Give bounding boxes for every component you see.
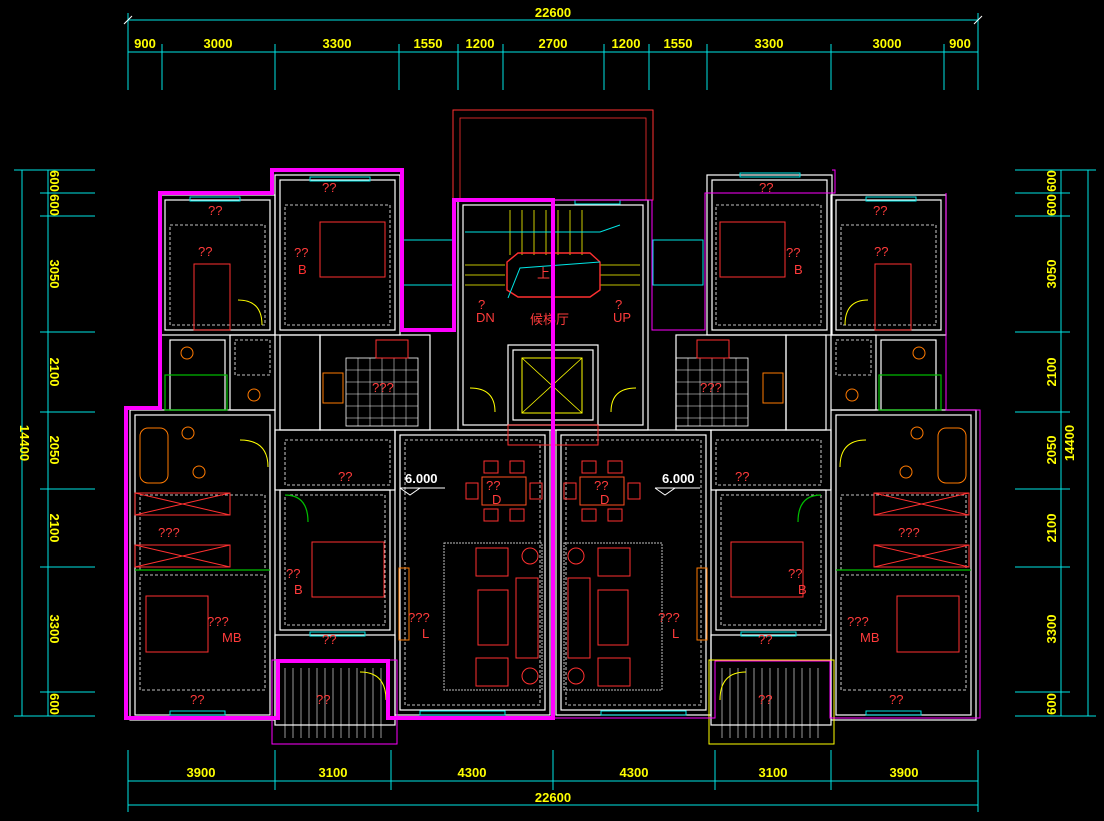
dim-left-4: 2100 (47, 358, 62, 387)
room-label-bath-tag-left: ?? (208, 203, 222, 218)
dim-left-5: 2050 (47, 436, 62, 465)
room-outlines-dashed (139, 204, 967, 706)
dim-right-3: 3050 (1044, 260, 1059, 289)
unit-outline-right (553, 169, 981, 719)
dim-top-1: 900 (134, 36, 156, 51)
dim-right-6: 2100 (1044, 514, 1059, 543)
room-label-bottom-right: ?? (758, 632, 772, 647)
room-label-bath-tag-right: ?? (873, 203, 887, 218)
room-label-dining-right-name: ?? (594, 478, 608, 493)
room-label-closet-left: ??? (158, 525, 180, 540)
windows (169, 172, 922, 716)
dim-left-total: 14400 (17, 425, 32, 461)
dimension-lines (14, 13, 1096, 812)
dim-bottom-3: 4300 (458, 765, 487, 780)
dim-right-total: 14400 (1062, 425, 1077, 461)
dim-top-total: 22600 (535, 5, 571, 20)
dim-top-3: 3300 (323, 36, 352, 51)
room-label-balcony-right: ?? (758, 692, 772, 707)
room-label-mb-right-name: ??? (847, 614, 869, 629)
stair-up-mark: ? (615, 297, 622, 312)
stair-dn-label: DN (476, 310, 495, 325)
dim-right-2: 600 (1044, 194, 1059, 216)
room-label-top-balcony-right: ?? (759, 180, 773, 195)
room-label-dining-left: D (492, 492, 501, 507)
dimension-text-bottom: 3900 3100 4300 4300 3100 3900 22600 (187, 765, 919, 805)
room-label-bed-lower-right: B (798, 582, 807, 597)
dim-left-8: 600 (47, 693, 62, 715)
dimension-text-right: 14400 600 600 3050 2100 2050 2100 3300 6… (1044, 170, 1077, 715)
dim-top-4: 1550 (414, 36, 443, 51)
kitchen-right-label: ??? (700, 380, 722, 395)
room-label-mb-right: MB (860, 630, 880, 645)
room-label-study-left: ?? (338, 469, 352, 484)
dim-left-7: 3300 (47, 615, 62, 644)
room-label-balcony-left: ?? (316, 692, 330, 707)
dim-bottom-1: 3900 (187, 765, 216, 780)
dim-top-10: 3000 (873, 36, 902, 51)
level-marks: 6.000 6.000 (399, 471, 700, 496)
room-label-bed-lower-right-name: ?? (788, 566, 802, 581)
room-label-living-left: L (422, 626, 429, 641)
dim-left-6: 2100 (47, 514, 62, 543)
room-label-dining-right: D (600, 492, 609, 507)
dim-right-1: 600 (1044, 170, 1059, 192)
room-label-living-right: L (672, 626, 679, 641)
dim-top-5: 1200 (466, 36, 495, 51)
room-label-bed-b-left-name: ?? (294, 245, 308, 260)
stair-up-text: UP (613, 310, 631, 325)
dim-right-4: 2100 (1044, 358, 1059, 387)
room-label-bottom-left: ?? (322, 632, 336, 647)
dim-top-11: 900 (949, 36, 971, 51)
room-label-bed-lower-left: B (294, 582, 303, 597)
door-swings (237, 299, 869, 701)
dim-bottom-6: 3900 (890, 765, 919, 780)
dim-top-2: 3000 (204, 36, 233, 51)
room-label-mb-bottom-left: ?? (190, 692, 204, 707)
dim-top-8: 1550 (664, 36, 693, 51)
room-label-mb-left-name: ??? (207, 614, 229, 629)
elevator-hall-label: 候梯厅 (530, 312, 569, 327)
dim-left-2: 600 (47, 194, 62, 216)
door-frames (135, 374, 971, 571)
room-label-dining-left-name: ?? (486, 478, 500, 493)
dim-bottom-2: 3100 (319, 765, 348, 780)
stair-dn-mark: ? (478, 297, 485, 312)
dim-top-7: 1200 (612, 36, 641, 51)
level-mark-right: 6.000 (662, 471, 695, 486)
room-label-study-right: ?? (735, 469, 749, 484)
dim-right-5: 2050 (1044, 436, 1059, 465)
room-label-bed-lower-left-name: ?? (286, 566, 300, 581)
kitchen-left: ??? (322, 339, 419, 427)
dim-right-8: 600 (1044, 693, 1059, 715)
dim-left-3: 3050 (47, 260, 62, 289)
dimension-text-left: 14400 600 600 3050 2100 2050 2100 3300 6… (17, 170, 62, 715)
room-label-top-balcony-left: ?? (322, 180, 336, 195)
room-label-mb-left: MB (222, 630, 242, 645)
room-label-top-left-name: ?? (198, 244, 212, 259)
room-label-bed-b-left: B (298, 262, 307, 277)
dim-top-9: 3300 (755, 36, 784, 51)
dim-left-1: 600 (47, 170, 62, 192)
dim-bottom-5: 3100 (759, 765, 788, 780)
room-label-bed-b-right: B (794, 262, 803, 277)
room-label-top-right-name: ?? (874, 244, 888, 259)
room-labels: ?? ?? ?? B ?? B ?? ?? ?? ?? ?? ?? ??? ??… (158, 180, 920, 707)
kitchen-left-label: ??? (372, 380, 394, 395)
dim-right-7: 3300 (1044, 615, 1059, 644)
room-label-living-left-name: ??? (408, 610, 430, 625)
dim-bottom-4: 4300 (620, 765, 649, 780)
level-mark-left: 6.000 (405, 471, 438, 486)
dim-top-6: 2700 (539, 36, 568, 51)
dim-bottom-total: 22600 (535, 790, 571, 805)
room-label-living-right-name: ??? (658, 610, 680, 625)
room-label-mb-bottom-right: ?? (889, 692, 903, 707)
kitchen-right: ??? (675, 339, 784, 427)
dimension-text-top: 22600 900 3000 3300 1550 1200 2700 1200 … (134, 5, 971, 51)
room-label-closet-right: ??? (898, 525, 920, 540)
stair-up-label: 上 (537, 266, 550, 281)
furniture (134, 221, 970, 691)
room-label-bed-b-right-name: ?? (786, 245, 800, 260)
